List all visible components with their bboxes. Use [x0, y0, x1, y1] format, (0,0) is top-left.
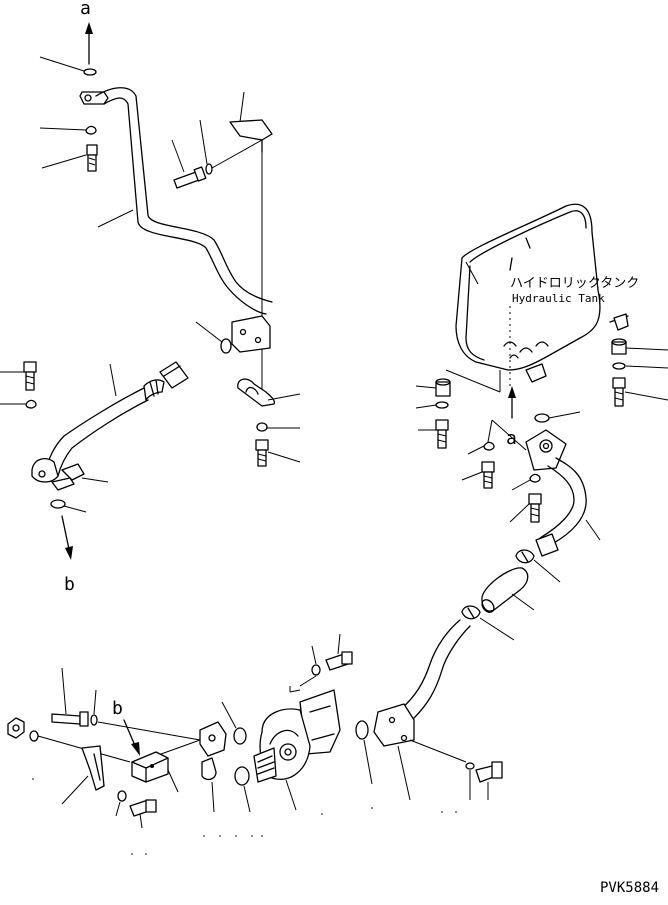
drawing-code: PVK5884	[600, 880, 659, 896]
reference-arrow-a-top: a	[80, 0, 93, 65]
o-ring-pump-2	[234, 766, 251, 813]
o-ring-top	[39, 56, 97, 76]
leader-end-dots	[32, 778, 457, 855]
tank-mount-left	[415, 378, 451, 449]
o-ring-tank	[534, 411, 581, 423]
bolt-lower-right	[465, 761, 503, 800]
o-ring-hose-left	[50, 499, 87, 513]
o-ring-lower	[355, 720, 373, 785]
reference-arrow-a-tank: a	[506, 386, 517, 449]
reference-arrow-b-left: b	[61, 515, 75, 595]
bolt-elbow-1	[461, 419, 527, 489]
marker-b-left-label: b	[64, 574, 75, 595]
marker-a-tank-label: a	[506, 428, 517, 449]
plug-block	[131, 751, 179, 793]
bolt-upper-left	[41, 144, 98, 172]
tank-label-jp: ハイドロリックタンク	[510, 276, 639, 291]
bolt-lower-left-2	[115, 790, 157, 829]
clamp-halves	[237, 378, 301, 407]
washer-rod	[256, 422, 300, 432]
hydraulic-pump	[253, 686, 341, 811]
bolt-elbow-2	[509, 473, 542, 523]
bolt-rod	[255, 439, 301, 467]
hose-section-right	[481, 567, 535, 613]
clamp-ring-right-1	[515, 549, 561, 583]
marker-a-top-label: a	[80, 0, 91, 19]
o-ring-middle	[195, 321, 232, 354]
tank-label-en: Hydraulic Tank	[512, 292, 605, 305]
o-ring-pump-1	[221, 701, 247, 745]
marker-b-pump-label: b	[112, 698, 123, 719]
elbow-outlet	[525, 429, 601, 557]
bolt-hose-left	[0, 361, 37, 391]
bolt-pump-top	[299, 633, 353, 687]
washer-hose-left	[0, 399, 37, 409]
pump-flange	[149, 721, 227, 759]
lower-suction-tube	[373, 619, 471, 801]
bracket-lower-left	[61, 745, 105, 805]
bolt-lower-left-1	[51, 667, 201, 741]
tank-mount-right	[611, 338, 668, 407]
bracket-upper	[211, 91, 273, 396]
flange-block	[231, 315, 271, 353]
upper-tube	[79, 87, 273, 315]
bolt-bracket	[171, 119, 213, 189]
hydraulic-tank: ハイドロリックタンク Hydraulic Tank	[445, 203, 639, 393]
nut-lower-left	[7, 717, 131, 763]
reference-arrow-b-pump: b	[112, 698, 140, 756]
clamp-ring-right-2	[461, 605, 515, 641]
u-bolt	[201, 757, 217, 813]
washer-upper-left	[39, 125, 97, 135]
suction-hose-left	[31, 361, 189, 491]
